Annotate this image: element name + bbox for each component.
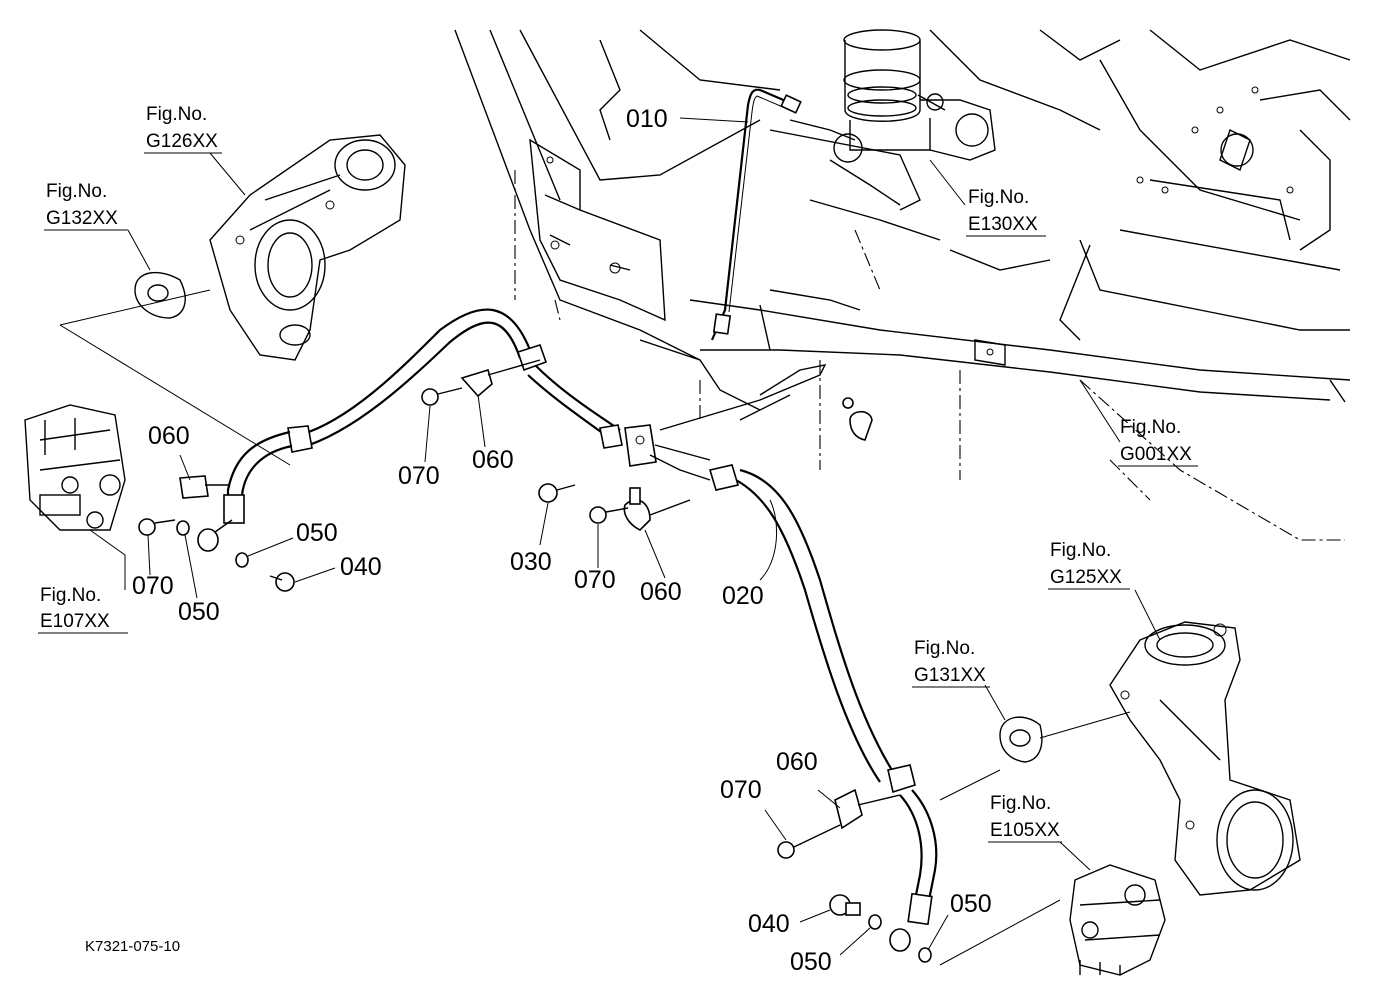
fig-ref-g126-title: Fig.No. [146,104,207,125]
brake-pipe-010 [710,88,802,341]
part-number-labels: 010 020 030 040 040 050 050 050 050 060 … [132,105,992,976]
part-label-070-c: 070 [574,566,616,594]
caliper-left [24,404,126,531]
bolt-070-left [138,518,176,536]
fig-ref-g132: Fig.No. G132XX [44,181,128,231]
bolt-070-lower [777,824,841,859]
fig-ref-e105: Fig.No. E105XX [988,793,1062,843]
clamp-060-left [179,475,230,499]
fig-ref-e105-title: Fig.No. [990,793,1051,814]
knuckle-left [209,134,406,361]
fig-ref-e107: Fig.No. E107XX [38,585,128,634]
part-label-060-c: 060 [640,578,682,606]
part-label-070-d: 070 [720,776,762,804]
fig-ref-g001: Fig.No. G001XX [1118,417,1198,467]
fig-ref-g131: Fig.No. G131XX [912,638,990,688]
brake-hose-020 [708,464,938,952]
fig-ref-e130: Fig.No. E130XX [966,187,1046,237]
fig-ref-e107-code: E107XX [40,611,110,632]
fig-ref-g132-code: G132XX [46,208,118,229]
washers-050 [176,520,932,963]
fig-ref-g125-code: G125XX [1050,567,1122,588]
part-label-060-a: 060 [148,422,190,450]
bolt-040-left [269,572,295,592]
bolt-040-lower [829,894,861,916]
brake-hose-left-end [197,430,293,552]
fig-ref-g125: Fig.No. G125XX [1048,540,1130,590]
part-label-050-d: 050 [950,890,992,918]
tee-fitting-030 [624,364,827,481]
drawing-code: K7321-075-10 [85,938,180,955]
fig-ref-e105-code: E105XX [990,820,1060,841]
frame-assembly [454,29,1351,541]
fig-ref-g126-code: G126XX [146,131,218,152]
clamp-060-frame [842,397,873,441]
part-label-050-c: 050 [790,948,832,976]
fig-ref-g001-title: Fig.No. [1120,417,1181,438]
bolt-030 [538,483,576,503]
spacer-plate-left [134,271,186,319]
bolt-070-top [421,387,463,406]
part-label-050-a: 050 [296,519,338,547]
fig-ref-e130-code: E130XX [968,214,1038,235]
part-label-060-d: 060 [776,748,818,776]
fig-ref-g125-title: Fig.No. [1050,540,1111,561]
caliper-right [1069,864,1166,976]
fig-ref-g132-title: Fig.No. [46,181,107,202]
clamp-060-lower [834,788,901,830]
fig-ref-e107-title: Fig.No. [40,585,101,606]
clamp-060-center [623,487,691,531]
fig-ref-g001-code: G001XX [1120,444,1192,465]
spacer-plate-right [999,716,1043,763]
part-label-020: 020 [722,582,764,610]
fig-ref-g131-code: G131XX [914,665,986,686]
fig-ref-g126: Fig.No. G126XX [144,104,222,154]
part-label-050-b: 050 [178,598,220,626]
fig-ref-e130-title: Fig.No. [968,187,1029,208]
part-label-070-a: 070 [398,462,440,490]
master-cylinder [769,29,996,211]
leader-lines [59,117,1161,966]
part-label-010: 010 [626,105,668,133]
fig-ref-g131-title: Fig.No. [914,638,975,659]
part-label-070-b: 070 [132,572,174,600]
part-label-040-left: 040 [340,553,382,581]
part-label-060-b: 060 [472,446,514,474]
brake-hose-upper [287,308,623,453]
figure-reference-labels: Fig.No. G126XX Fig.No. G132XX Fig.No. E1… [38,104,1198,843]
knuckle-right [1109,621,1301,896]
bolt-070-center [589,506,629,524]
clamp-060-top [460,359,541,398]
part-label-040-lower: 040 [748,910,790,938]
part-label-030: 030 [510,548,552,576]
